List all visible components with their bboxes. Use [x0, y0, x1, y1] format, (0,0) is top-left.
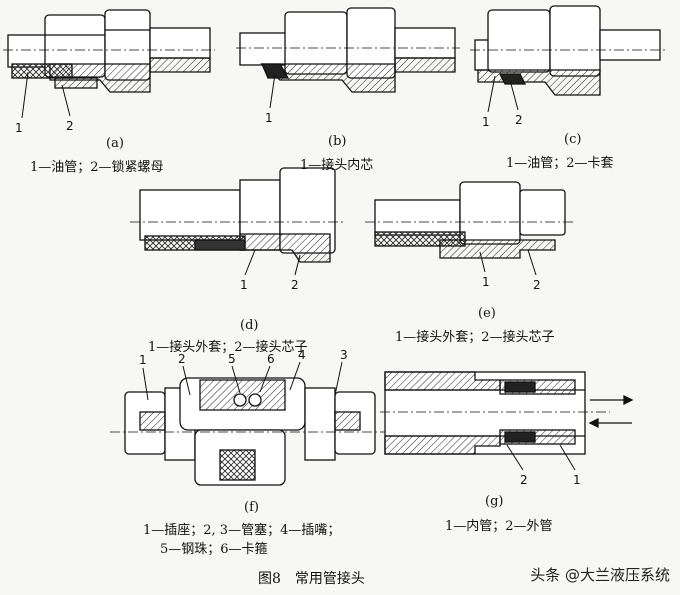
panel-c-leaders — [487, 75, 519, 113]
panel-a-caption: 1—油管；2—锁紧螺母 — [30, 160, 164, 175]
panel-f-leaders — [142, 361, 343, 401]
panel-d-drawing — [130, 167, 345, 263]
watermark: 头条 @大兰液压系统 — [530, 566, 670, 584]
panel-c-caption: 1—油管；2—卡套 — [506, 156, 614, 171]
panel-g-callout-2: 2 — [520, 473, 528, 487]
panel-g-callout-1: 1 — [573, 473, 581, 487]
figure-caption: 图8 常用管接头 — [258, 571, 365, 587]
panel-e-callout-1: 1 — [482, 275, 490, 289]
panel-f-callout-3: 3 — [340, 348, 348, 362]
panel-d-caption: 1—接头外套；2—接头芯子 — [148, 340, 308, 355]
panel-b-leader — [269, 73, 276, 109]
panel-f-callout-4: 4 — [298, 348, 306, 362]
panel-b-drawing — [236, 7, 460, 93]
panel-e-caption: 1—接头外套；2—接头芯子 — [395, 330, 555, 345]
panel-f-caption-line1: 1—插座；2, 3—管塞；4—插嘴； — [143, 523, 341, 538]
panel-f-drawing — [110, 377, 385, 486]
panel-g-drawing — [380, 371, 634, 455]
panel-g-caption: 1—内管；2—外管 — [445, 519, 553, 534]
panel-b-caption: 1—接头内芯 — [300, 158, 374, 173]
panel-d-callout-2: 2 — [291, 278, 299, 292]
panel-f-callout-1: 1 — [139, 353, 147, 367]
panel-f-callout-5: 5 — [228, 352, 236, 366]
panel-f-callout-2: 2 — [178, 352, 186, 366]
panel-a-leaders — [21, 71, 71, 119]
panel-c-callout-1: 1 — [482, 115, 490, 129]
panel-c-tag: (c) — [564, 132, 582, 147]
panel-c-drawing — [470, 5, 665, 96]
panel-b-callout-1: 1 — [265, 111, 273, 125]
panel-c-callout-2: 2 — [515, 113, 523, 127]
panel-a-tag: (a) — [106, 136, 124, 151]
panel-f-tag: (f) — [244, 500, 259, 515]
panel-e-drawing — [365, 181, 575, 259]
panel-d-tag: (d) — [240, 318, 259, 333]
panel-a-callout-2: 2 — [66, 119, 74, 133]
panel-e-tag: (e) — [478, 306, 496, 321]
panel-f-caption-line2: 5—钢珠；6—卡箍 — [160, 542, 268, 557]
panel-f-callout-6: 6 — [267, 352, 275, 366]
panel-a-callout-1: 1 — [15, 121, 23, 135]
panel-g-tag: (g) — [485, 494, 504, 509]
panel-b-tag: (b) — [328, 134, 347, 149]
panel-d-leaders — [244, 249, 301, 276]
panel-e-leaders — [479, 249, 537, 276]
panel-d-callout-1: 1 — [240, 278, 248, 292]
panel-g-leaders — [506, 444, 576, 471]
panel-e-callout-2: 2 — [533, 278, 541, 292]
panel-a-drawing — [3, 9, 215, 93]
